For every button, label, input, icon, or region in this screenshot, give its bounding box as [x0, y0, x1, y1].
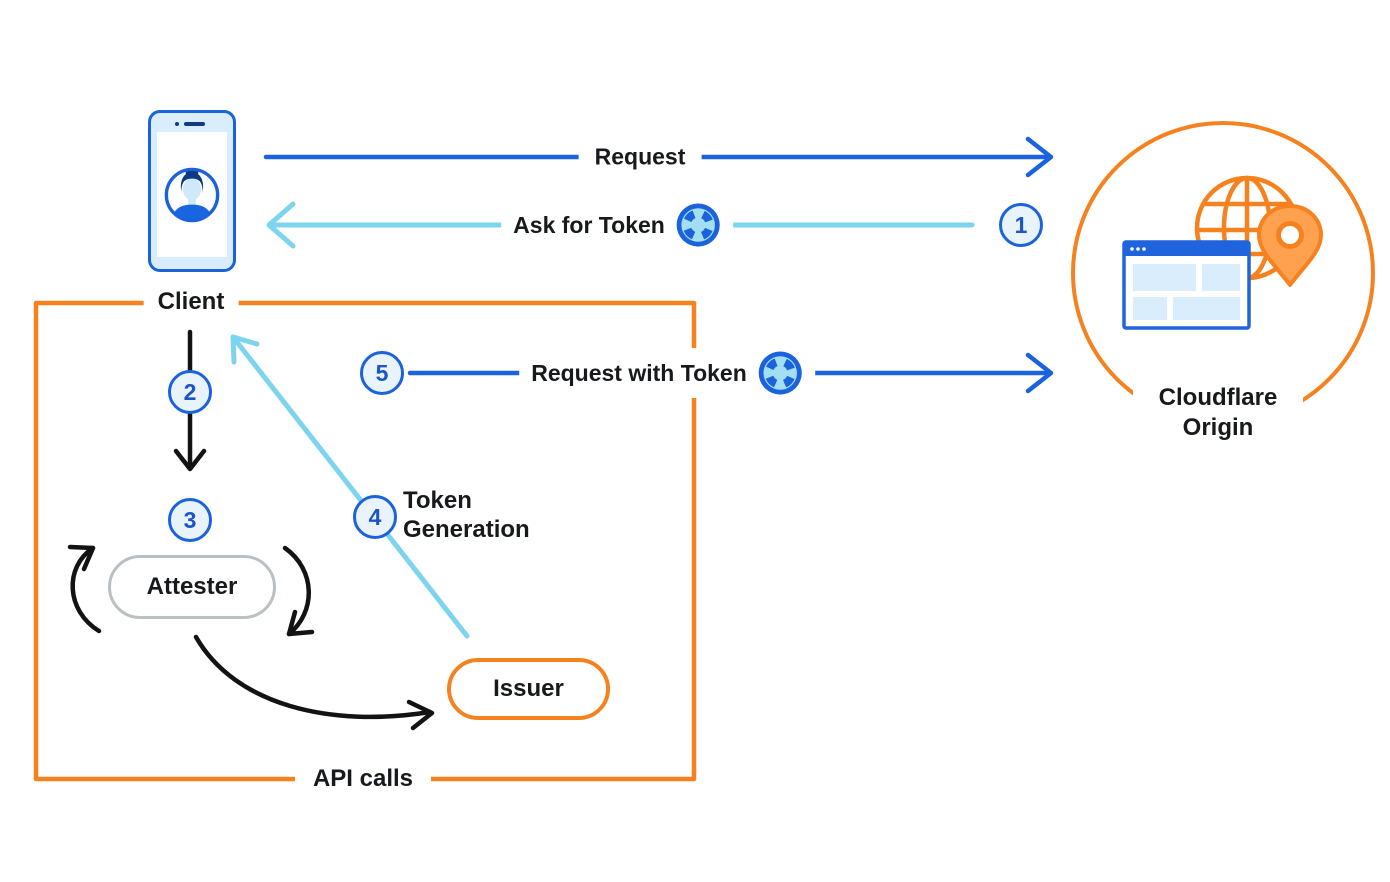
step-circle-2: 2 [168, 370, 212, 414]
step-circle-4: 4 [353, 495, 397, 539]
token-generation-label: Token Generation [403, 487, 530, 543]
smartphone-user-icon [148, 110, 236, 272]
location-pin-icon [1257, 204, 1323, 287]
step-circle-1: 1 [999, 203, 1043, 247]
attester-to-issuer-arrow [193, 634, 435, 731]
step-circle-3: 3 [168, 498, 212, 542]
request-with-token-label-group: Request with Token [519, 348, 815, 398]
cloudflare-origin-label: Cloudflare Origin [1133, 379, 1303, 447]
request-with-token-label: Request with Token [531, 359, 747, 386]
client-label: Client [143, 288, 239, 316]
ask-for-token-label-group: Ask for Token [501, 200, 733, 250]
phone-speaker-bar [184, 122, 205, 126]
user-avatar-icon [164, 167, 220, 222]
token-icon [758, 351, 802, 395]
ask-for-token-label: Ask for Token [513, 211, 665, 238]
step-circle-5: 5 [360, 351, 404, 395]
request-label: Request [578, 143, 702, 171]
issuer-node: Issuer [447, 658, 610, 720]
attester-loop-left-arrow [67, 544, 102, 634]
token-generation-arrow [230, 334, 470, 639]
phone-screen [157, 132, 227, 257]
cloudflare-origin-node [1071, 121, 1375, 425]
issuer-label: Issuer [493, 675, 564, 702]
attester-loop-right-arrow [282, 545, 315, 637]
phone-camera-dot [175, 122, 179, 126]
api-calls-label: API calls [294, 765, 432, 793]
api-calls-boundary-box [33, 300, 697, 782]
attester-node: Attester [108, 555, 276, 619]
browser-window-icon [1122, 240, 1251, 330]
token-icon [676, 203, 720, 247]
attester-label: Attester [146, 573, 238, 600]
